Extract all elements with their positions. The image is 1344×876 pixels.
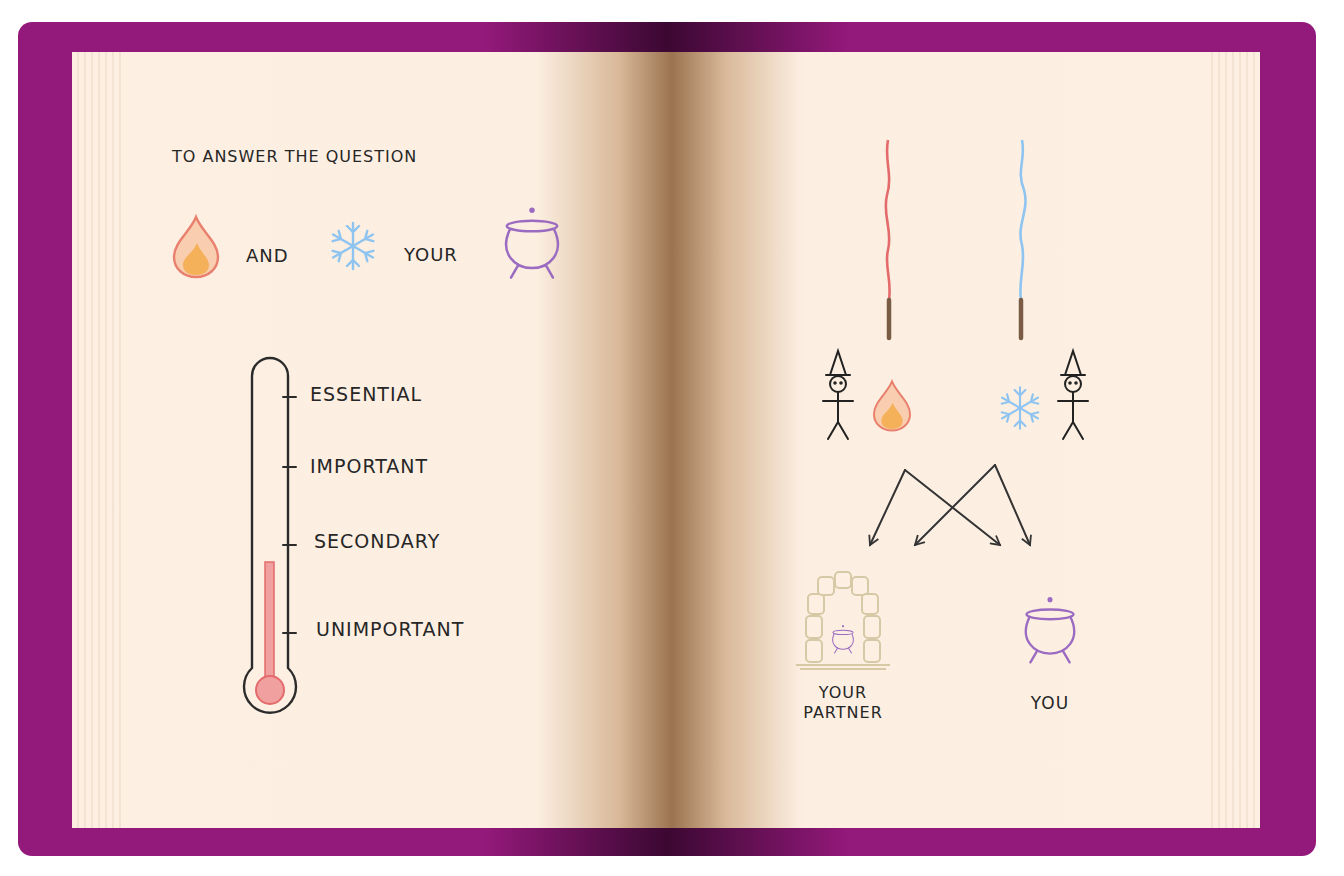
scale-label: IMPORTANT: [310, 455, 428, 479]
connector-word: YOUR: [404, 244, 458, 267]
scale-label: ESSENTIAL: [310, 383, 422, 407]
connector-word: AND: [246, 245, 289, 268]
figure-caption: YOUR PARTNER: [791, 683, 895, 723]
heading-text: TO ANSWER THE QUESTION: [172, 147, 417, 167]
scale-label: UNIMPORTANT: [316, 618, 464, 642]
scale-label: SECONDARY: [314, 530, 440, 554]
figure-caption: YOU: [1031, 693, 1069, 714]
